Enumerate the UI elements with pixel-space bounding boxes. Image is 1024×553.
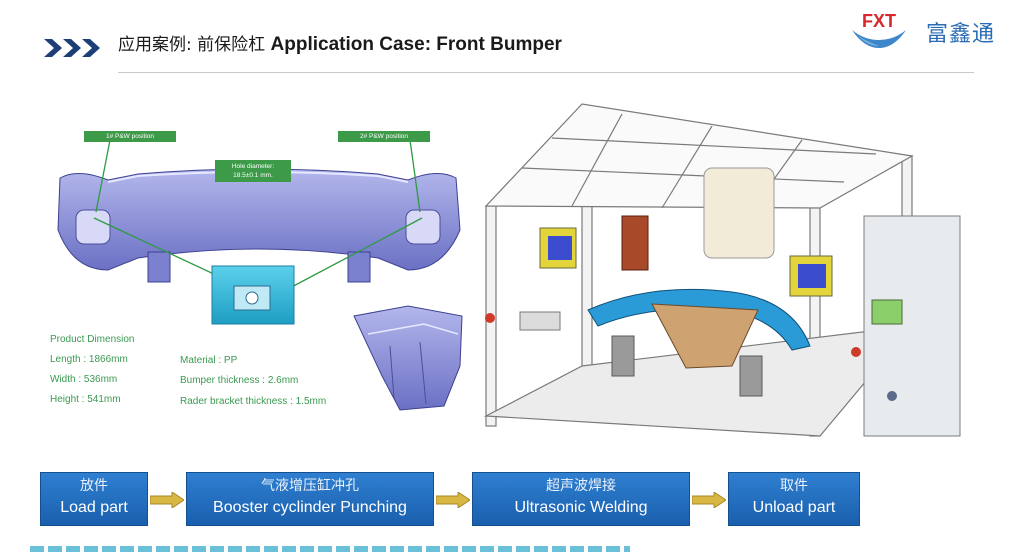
page-title-en: Application Case: Front Bumper [270, 34, 562, 55]
flow-step-en: Unload part [752, 499, 836, 516]
flow-arrow-icon [150, 492, 184, 508]
height-spec: Height : 541mm [50, 394, 121, 405]
material-spec: Material : PP [180, 355, 238, 366]
flow-step-cn: 超声波焊接 [546, 478, 616, 494]
bracket-thickness-spec: Rader bracket thickness : 1.5mm [180, 396, 327, 407]
flow-step-en: Load part [60, 499, 128, 516]
flow-step-unload-part: 取件 Unload part [728, 472, 860, 526]
hole-diameter-tag: Hole diameter: 18.5±0.1 mm. [215, 160, 291, 182]
length-spec: Length : 1866mm [50, 354, 128, 365]
flow-step-en: Ultrasonic Welding [514, 499, 648, 516]
page-title-cn: 应用案例: 前保险杠 [118, 35, 266, 55]
flow-step-cn: 取件 [780, 478, 808, 494]
company-name: 富鑫通 [926, 22, 996, 47]
flow-step-en: Booster cyclinder Punching [213, 499, 407, 516]
flow-step-load-part: 放件 Load part [40, 472, 148, 526]
pw2-position-tag: 2# P&W position [338, 131, 430, 142]
flow-arrow-icon [436, 492, 470, 508]
fxt-logo-mark: FXT [852, 11, 906, 48]
triple-chevron-icon [44, 39, 100, 57]
hole-diameter-value: 18.5±0.1 mm. [233, 172, 273, 179]
product-dimension-title: Product Dimension [50, 334, 135, 345]
flow-step-booster-punching: 气液增压缸冲孔 Booster cyclinder Punching [186, 472, 434, 526]
flow-arrow-icon [692, 492, 726, 508]
page-title: 应用案例: 前保险杠 Application Case: Front Bumpe… [118, 30, 562, 56]
company-logo: FXT 富鑫通 [846, 8, 1016, 52]
bottom-text-strip [30, 546, 630, 552]
hole-diameter-label: Hole diameter: [231, 163, 275, 170]
width-spec: Width : 536mm [50, 374, 118, 385]
bumper-illustration [57, 139, 463, 411]
flow-step-cn: 放件 [80, 478, 108, 494]
welding-machine-illustration [483, 103, 961, 437]
pw1-position-tag: 1# P&W position [84, 131, 176, 142]
logo-mark-text: FXT [862, 11, 896, 31]
flow-step-cn: 气液增压缸冲孔 [261, 478, 359, 494]
flow-step-ultrasonic-welding: 超声波焊接 Ultrasonic Welding [472, 472, 690, 526]
title-divider [118, 72, 974, 73]
bumper-thickness-spec: Bumper thickness : 2.6mm [180, 375, 299, 386]
